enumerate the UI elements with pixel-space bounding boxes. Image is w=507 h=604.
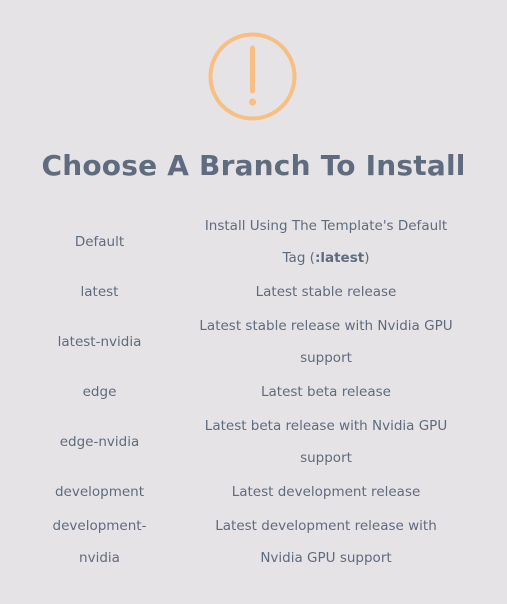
branch-description: Install Using The Template's Default Tag… [204,218,448,266]
branch-description: Latest beta release [261,384,391,400]
branch-name: development [54,484,145,500]
exclamation-circle-icon [208,32,297,121]
branch-name: latest-nvidia [57,334,142,350]
branch-description: Latest stable release with Nvidia GPU su… [199,318,453,366]
branch-row-default[interactable]: Default Install Using The Template's Def… [0,209,507,275]
branch-name: development-nvidia [52,518,147,566]
branch-name: edge [82,384,117,400]
branch-row-edge[interactable]: edge Latest beta release [0,375,507,409]
branch-description: Latest beta release with Nvidia GPU supp… [204,418,448,466]
branch-description: Latest development release with Nvidia G… [215,518,437,566]
branch-row-development-nvidia[interactable]: development-nvidia Latest development re… [0,509,507,575]
branch-description: Latest stable release [255,284,397,300]
branch-row-development[interactable]: development Latest development release [0,475,507,509]
branch-name: edge-nvidia [59,434,140,450]
branch-table: Default Install Using The Template's Def… [0,209,507,575]
branch-row-latest[interactable]: latest Latest stable release [0,275,507,309]
branch-name: latest [80,284,119,300]
dialog-title: Choose A Branch To Install [41,149,466,182]
branch-row-edge-nvidia[interactable]: edge-nvidia Latest beta release with Nvi… [0,409,507,475]
default-tag: :latest [314,250,365,266]
branch-row-latest-nvidia[interactable]: latest-nvidia Latest stable release with… [0,309,507,375]
branch-description: Latest development release [231,484,421,500]
branch-name: Default [74,234,125,250]
